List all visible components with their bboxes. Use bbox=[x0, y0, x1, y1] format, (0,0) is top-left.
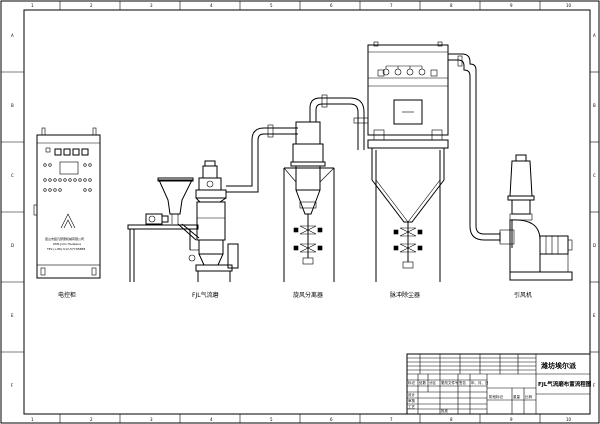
title-block: 潍坊埃尔派 FJL气流磨布置流程图 标记 处数 分区 更改文件号 签名 年、月、… bbox=[406, 353, 592, 415]
right-letter: A bbox=[593, 33, 596, 38]
tb-zone: 分区 bbox=[429, 380, 437, 385]
top-num: 8 bbox=[450, 3, 453, 8]
drawing-title: FJL气流磨布置流程图 bbox=[538, 380, 592, 388]
top-num: 2 bbox=[90, 3, 93, 8]
tb-sign: 签名 bbox=[459, 380, 466, 385]
control-cabinet: 昆山市铭凡研磨机械有限公司 KMS Jolln Hedeene TEL:(+86… bbox=[33, 127, 101, 279]
title-company: 潍坊埃尔派 bbox=[541, 361, 577, 370]
tb-count: 处数 bbox=[419, 380, 427, 385]
top-num: 3 bbox=[150, 3, 153, 8]
tb-stage: 阶段标记 bbox=[489, 394, 503, 399]
right-letter: E bbox=[593, 313, 596, 318]
bottom-num: 5 bbox=[270, 417, 273, 422]
cabinet-text-1: 昆山市铭凡研磨机械有限公司 bbox=[45, 236, 84, 241]
left-letter: F bbox=[11, 383, 14, 388]
bottom-num: 2 bbox=[90, 417, 93, 422]
left-letter: A bbox=[11, 33, 14, 38]
tb-scale: 比例 bbox=[525, 394, 533, 399]
right-letter: B bbox=[593, 103, 596, 108]
tb-process: 工艺 bbox=[408, 404, 416, 409]
label-fan: 引风机 bbox=[514, 291, 532, 299]
right-letter: C bbox=[593, 173, 596, 178]
tb-change: 更改文件号 bbox=[441, 380, 459, 385]
top-num: 4 bbox=[210, 3, 213, 8]
bottom-num: 3 bbox=[150, 417, 153, 422]
cabinet-text-2: KMS Jolln Hedeene bbox=[53, 242, 81, 246]
right-zone-letters: A B C D E F bbox=[593, 33, 596, 388]
right-letter: D bbox=[593, 243, 596, 248]
bottom-num: 8 bbox=[450, 417, 453, 422]
bottom-num: 7 bbox=[390, 417, 393, 422]
top-num: 6 bbox=[330, 3, 333, 8]
bottom-num: 9 bbox=[510, 417, 513, 422]
bottom-num: 1 bbox=[31, 417, 34, 422]
tb-check: 审核 bbox=[408, 398, 416, 403]
bottom-num: 10 bbox=[566, 417, 572, 422]
right-letter: F bbox=[593, 383, 596, 388]
left-letter: B bbox=[11, 103, 14, 108]
induced-fan bbox=[499, 154, 573, 281]
top-num: 9 bbox=[510, 3, 513, 8]
top-num: 7 bbox=[390, 3, 393, 8]
left-letter: D bbox=[11, 243, 14, 248]
bottom-num: 6 bbox=[330, 417, 333, 422]
tb-designer: 设计 bbox=[408, 392, 416, 397]
top-num: 1 bbox=[31, 3, 34, 8]
cyclone-separator bbox=[251, 94, 350, 282]
top-num: 10 bbox=[566, 3, 572, 8]
tb-approve: 批准 bbox=[441, 408, 449, 413]
bottom-zone-numbers: 1 2 3 4 5 6 7 8 9 10 bbox=[31, 417, 572, 422]
left-letter: C bbox=[11, 173, 14, 178]
tb-date: 年、月、日 bbox=[471, 380, 489, 385]
jet-mill bbox=[127, 140, 259, 282]
top-zone-numbers: 1 2 3 4 5 6 7 8 9 10 bbox=[31, 3, 572, 8]
tb-weight: 重量 bbox=[513, 394, 521, 399]
tb-mark: 标记 bbox=[408, 380, 416, 385]
left-zone-letters: A B C D E F bbox=[11, 33, 14, 388]
label-bag-filter: 脉冲除尘器 bbox=[390, 291, 420, 299]
bag-filter bbox=[349, 41, 500, 282]
cabinet-text-3: TEL:(+86)-512-57705888 bbox=[46, 247, 85, 251]
label-cyclone: 旋风分离器 bbox=[293, 291, 323, 299]
top-num: 5 bbox=[270, 3, 273, 8]
label-jet-mill: FJL气流磨 bbox=[192, 291, 219, 299]
inner-frame bbox=[23, 9, 591, 415]
bottom-num: 4 bbox=[210, 417, 213, 422]
left-letter: E bbox=[11, 313, 14, 318]
label-control-cabinet: 电控柜 bbox=[58, 291, 76, 299]
